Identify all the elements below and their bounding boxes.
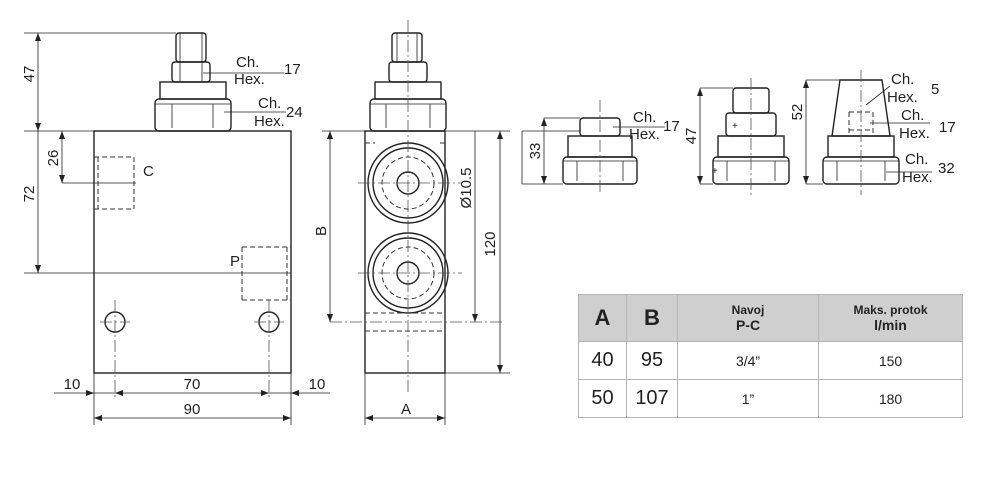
front-dimensions	[24, 32, 330, 425]
port-p-hidden	[241, 246, 291, 301]
callout-ch-17: Ch.	[236, 54, 259, 71]
cell-b: 95	[626, 341, 678, 380]
callout-ch-17-small: Ch.	[633, 109, 656, 126]
variant-knob: + +	[697, 78, 790, 195]
thread-header-line2: P-C	[735, 317, 761, 333]
callout-ch-17-right: Ch.	[901, 107, 924, 124]
dim-70: 70	[184, 376, 201, 393]
dim-10-left: 10	[64, 376, 81, 393]
dim-90: 90	[184, 401, 201, 418]
dim-diameter-10-5: Ø10.5	[458, 168, 475, 209]
cell-flow: 180	[818, 379, 963, 418]
dim-120: 120	[482, 231, 499, 256]
cell-thread: 3/4”	[677, 341, 819, 380]
table-header-thread: Navoj P-C	[677, 294, 819, 342]
dim-47-mid: 47	[683, 128, 700, 145]
dim-10-right: 10	[309, 376, 326, 393]
table-header-a: A	[578, 294, 627, 342]
dim-26: 26	[45, 150, 62, 167]
callout-value-17-small: 17	[663, 118, 680, 135]
side-view	[330, 20, 505, 395]
callout-hex-24: Hex.	[254, 113, 285, 130]
dim-33: 33	[527, 143, 544, 160]
dim-52: 52	[789, 104, 806, 121]
dim-72: 72	[21, 186, 38, 203]
dim-47-left: 47	[21, 66, 38, 83]
flow-header-line1: Maks. protok	[853, 303, 928, 317]
thread-header-line1: Navoj	[731, 303, 765, 317]
callout-hex-17-right: Hex.	[899, 125, 930, 142]
table-row: 50 107 1” 180	[578, 379, 963, 418]
callout-value-24: 24	[286, 104, 303, 121]
table-header-flow: Maks. protok l/min	[818, 294, 963, 342]
callout-ch-24: Ch.	[258, 95, 281, 112]
hex-nut-17	[171, 61, 211, 83]
cell-a: 50	[578, 379, 627, 418]
callout-value-17-right: 17	[939, 119, 956, 136]
svg-text:+: +	[732, 121, 738, 132]
port-p-label: P	[230, 253, 240, 270]
cell-thread: 1”	[677, 379, 819, 418]
callout-hex-5: Hex.	[887, 89, 918, 106]
callout-value-5: 5	[931, 81, 939, 98]
table-header-b: B	[626, 294, 678, 342]
front-body	[93, 130, 292, 374]
adjust-stem	[175, 32, 207, 63]
variant-plug	[521, 100, 665, 195]
callout-hex-17: Hex.	[234, 71, 265, 88]
side-dimensions	[322, 130, 510, 425]
callout-value-32: 32	[938, 160, 955, 177]
cell-a: 40	[578, 341, 627, 380]
callout-ch-32: Ch.	[905, 151, 928, 168]
callout-front	[203, 72, 286, 113]
variant-cap	[803, 70, 932, 195]
cell-b: 107	[626, 379, 678, 418]
dim-b: B	[313, 226, 330, 236]
flow-header-line2: l/min	[874, 317, 907, 333]
svg-text:+: +	[712, 166, 718, 177]
cell-flow: 150	[818, 341, 963, 380]
callout-hex-32: Hex.	[902, 169, 933, 186]
callout-ch-5: Ch.	[891, 71, 914, 88]
table-row: 40 95 3/4” 150	[578, 341, 963, 380]
collar	[159, 81, 227, 100]
port-c-label: C	[143, 163, 154, 180]
front-view	[24, 32, 292, 400]
dimension-table: A B Navoj P-C Maks. protok l/min 40 95 3…	[578, 294, 963, 418]
callout-hex-17-small: Hex.	[629, 126, 660, 143]
callout-value-17: 17	[284, 61, 301, 78]
port-c-hidden	[94, 156, 135, 210]
dim-a: A	[401, 401, 411, 418]
